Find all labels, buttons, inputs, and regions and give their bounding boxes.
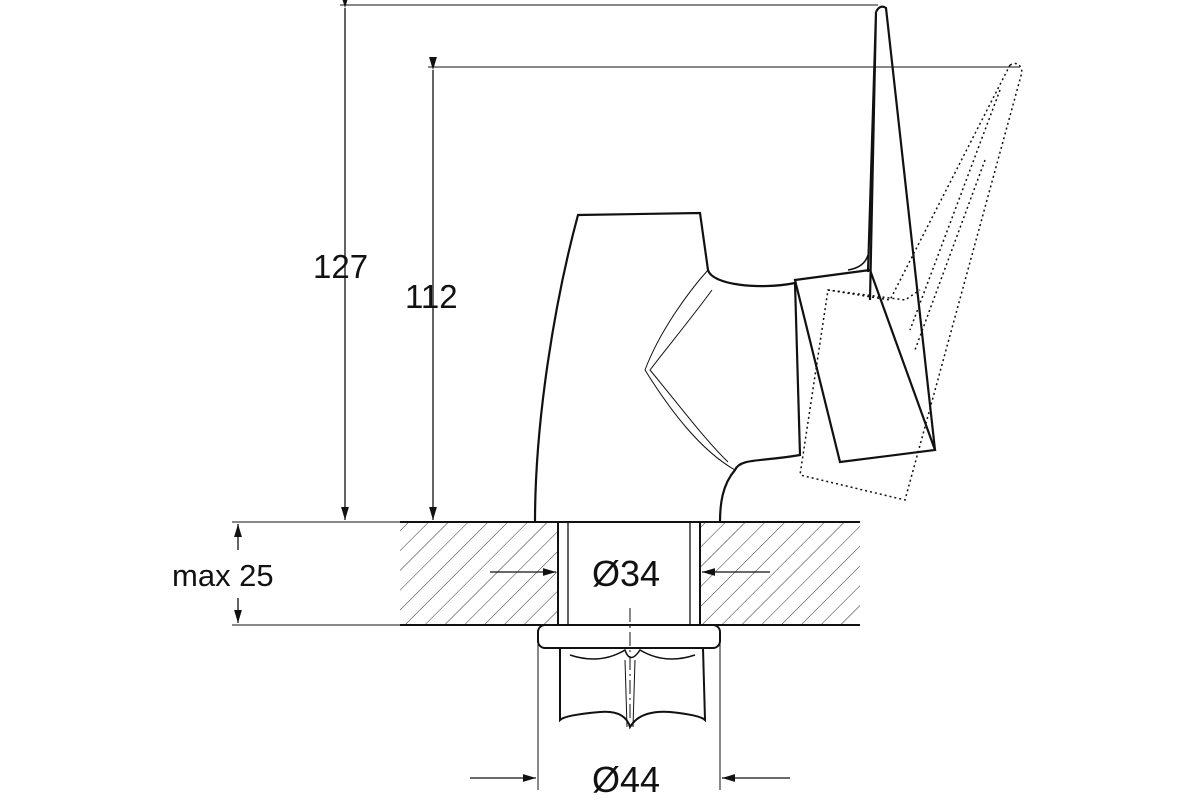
faucet-body [533, 211, 802, 523]
lever-handle [866, 5, 937, 451]
mounting-nut [537, 624, 721, 730]
lever-block [793, 268, 937, 464]
dimension-label-nut-diameter: Ø44 [592, 759, 661, 800]
dimension-label-hole-diameter: Ø34 [592, 553, 661, 594]
dimension-label-max25: max 25 [172, 558, 274, 593]
lever-alternate-position [799, 62, 1023, 501]
dimension-label-112: 112 [405, 278, 458, 315]
dimension-label-127: 127 [313, 248, 369, 285]
countertop-section [400, 521, 860, 626]
